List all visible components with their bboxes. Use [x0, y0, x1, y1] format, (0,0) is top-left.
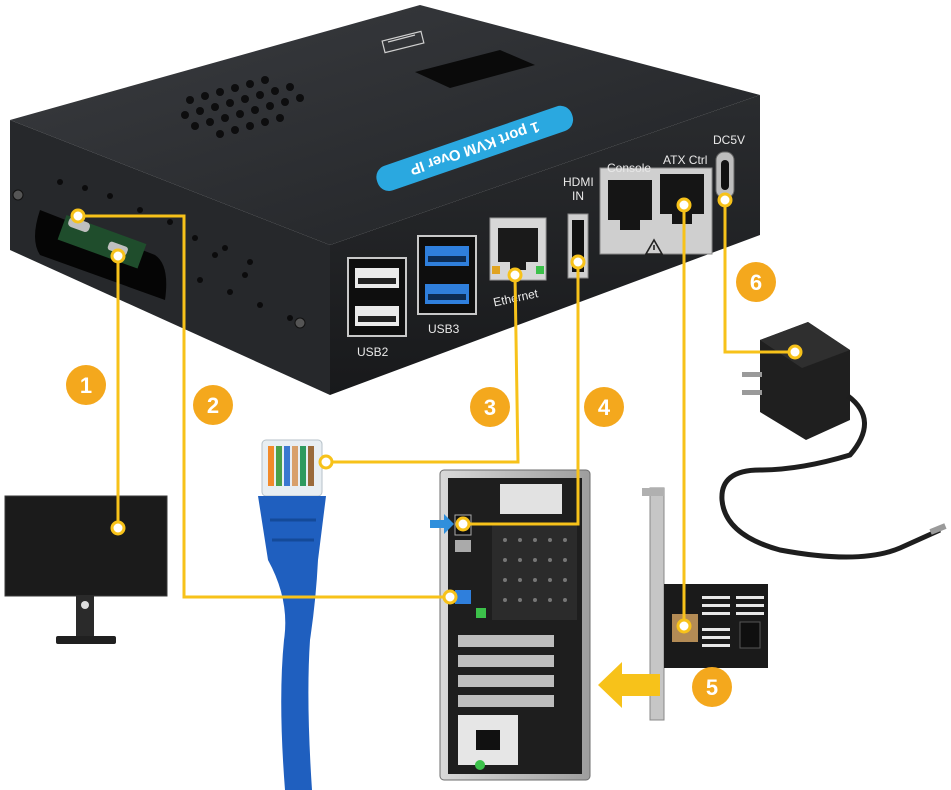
pc-tower-icon	[439, 469, 591, 781]
wire-endpoint	[676, 618, 692, 634]
arrow-left-icon	[598, 662, 660, 708]
usb2-label: USB2	[357, 345, 389, 359]
wire-endpoint	[442, 589, 458, 605]
dc5v-label: DC5V	[713, 133, 745, 147]
screw	[294, 317, 306, 329]
usb3-label: USB3	[428, 322, 460, 336]
wire-endpoint	[717, 192, 733, 208]
badge-2: 2	[193, 385, 233, 425]
power-adapter-icon	[719, 322, 947, 560]
svg-text:5: 5	[706, 675, 718, 700]
ethernet-port	[489, 217, 547, 281]
hdmi-label: HDMI	[563, 175, 594, 189]
svg-text:1: 1	[80, 373, 92, 398]
wire-6	[723, 200, 795, 354]
wire-endpoint	[507, 267, 523, 283]
badge-5: 5	[692, 667, 732, 707]
dc5v-port	[715, 151, 735, 199]
wire-endpoint	[455, 516, 471, 532]
wire-endpoint	[676, 197, 692, 213]
console-port	[608, 180, 652, 230]
wire-2	[78, 214, 450, 599]
svg-text:4: 4	[598, 395, 611, 420]
arrow-right-icon	[430, 514, 454, 534]
display-window	[415, 50, 535, 88]
badge-6: 6	[736, 262, 776, 302]
kvm-device: 1 port KVM Over IP	[10, 5, 760, 395]
badge-4: 4	[584, 387, 624, 427]
svg-text:3: 3	[484, 395, 496, 420]
wire-endpoint	[570, 254, 586, 270]
connection-wires	[70, 192, 803, 634]
console-label: Console	[607, 161, 651, 175]
monitor-icon	[4, 495, 168, 644]
device-left-side	[10, 120, 330, 395]
wire-3	[326, 274, 520, 464]
usb2-ports	[347, 257, 407, 337]
side-vents	[57, 179, 293, 321]
rj45-block	[599, 167, 713, 255]
wire-endpoint	[787, 344, 803, 360]
usb3-ports	[417, 235, 477, 315]
badge-3: 3	[470, 387, 510, 427]
speaker-grille	[181, 76, 304, 138]
wire-4	[463, 262, 580, 526]
device-top	[10, 5, 760, 245]
atx-ctrl-label: ATX Ctrl	[663, 153, 707, 167]
logo-mark	[381, 30, 425, 54]
wire-endpoint	[110, 520, 126, 536]
svg-text:6: 6	[750, 270, 762, 295]
badge-1: 1	[66, 365, 106, 405]
wire-endpoint	[70, 208, 86, 224]
ethernet-cable-icon	[258, 439, 326, 790]
svg-text:2: 2	[207, 393, 219, 418]
hdmi-in-label: IN	[572, 189, 584, 203]
warning-icon	[644, 238, 664, 255]
wire-endpoint	[318, 454, 334, 470]
wire-endpoint	[110, 248, 126, 264]
step-badges: 1 2 3 4 5 6	[66, 262, 776, 707]
screw	[12, 189, 24, 201]
atx-card-icon	[642, 487, 768, 721]
